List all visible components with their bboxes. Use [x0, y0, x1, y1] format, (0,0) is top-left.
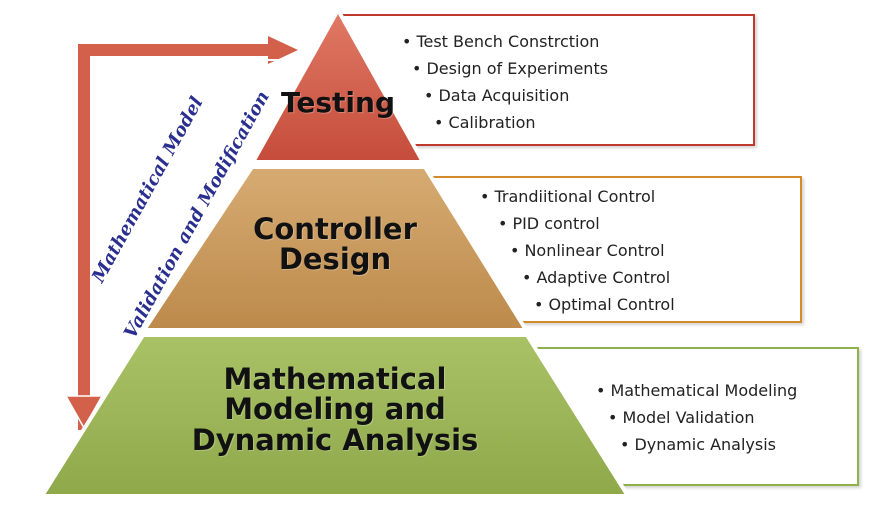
controller-design-tier: [142, 165, 528, 332]
controller-design-label-line: Controller: [253, 212, 417, 246]
modeling-details-list: Mathematical Modeling Model Validation D…: [596, 377, 797, 458]
controller-design-label-line: Design: [278, 242, 392, 277]
testing-label: Testing: [268, 88, 408, 117]
testing-item: Test Bench Constrction: [402, 28, 608, 55]
testing-details-list: Test Bench Constrction Design of Experim…: [402, 28, 608, 136]
testing-item: Design of Experiments: [412, 55, 608, 82]
modeling-item: Mathematical Modeling: [596, 377, 797, 404]
modeling-tier: [40, 333, 630, 498]
modeling-label: Mathematical Modeling and Dynamic Analys…: [170, 362, 500, 457]
controller-design-item: Nonlinear Control: [510, 237, 675, 264]
loop-arrow-outer: [78, 44, 272, 430]
loop-arrow-head-right: [268, 36, 298, 64]
testing-item: Data Acquisition: [424, 82, 608, 109]
controller-design-details-list: Trandiitional Control PID control Nonlin…: [480, 183, 675, 318]
testing-label-text: Testing: [281, 86, 395, 119]
testing-details-box: Test Bench Constrction Design of Experim…: [342, 14, 755, 146]
modeling-item: Model Validation: [608, 404, 797, 431]
controller-design-item: Adaptive Control: [522, 264, 675, 291]
controller-design-item: Optimal Control: [534, 291, 674, 318]
testing-tier: [251, 8, 425, 164]
modeling-label-line: Modeling and: [224, 392, 446, 427]
controller-design-item: PID control: [498, 210, 675, 237]
modeling-item: Dynamic Analysis: [620, 431, 797, 458]
modeling-label-line: Mathematical: [223, 362, 447, 396]
testing-item: Calibration: [434, 109, 608, 136]
controller-design-label: Controller Design: [210, 214, 460, 275]
modeling-label-line: Dynamic Analysis: [191, 422, 479, 457]
controller-design-item: Trandiitional Control: [480, 183, 675, 210]
